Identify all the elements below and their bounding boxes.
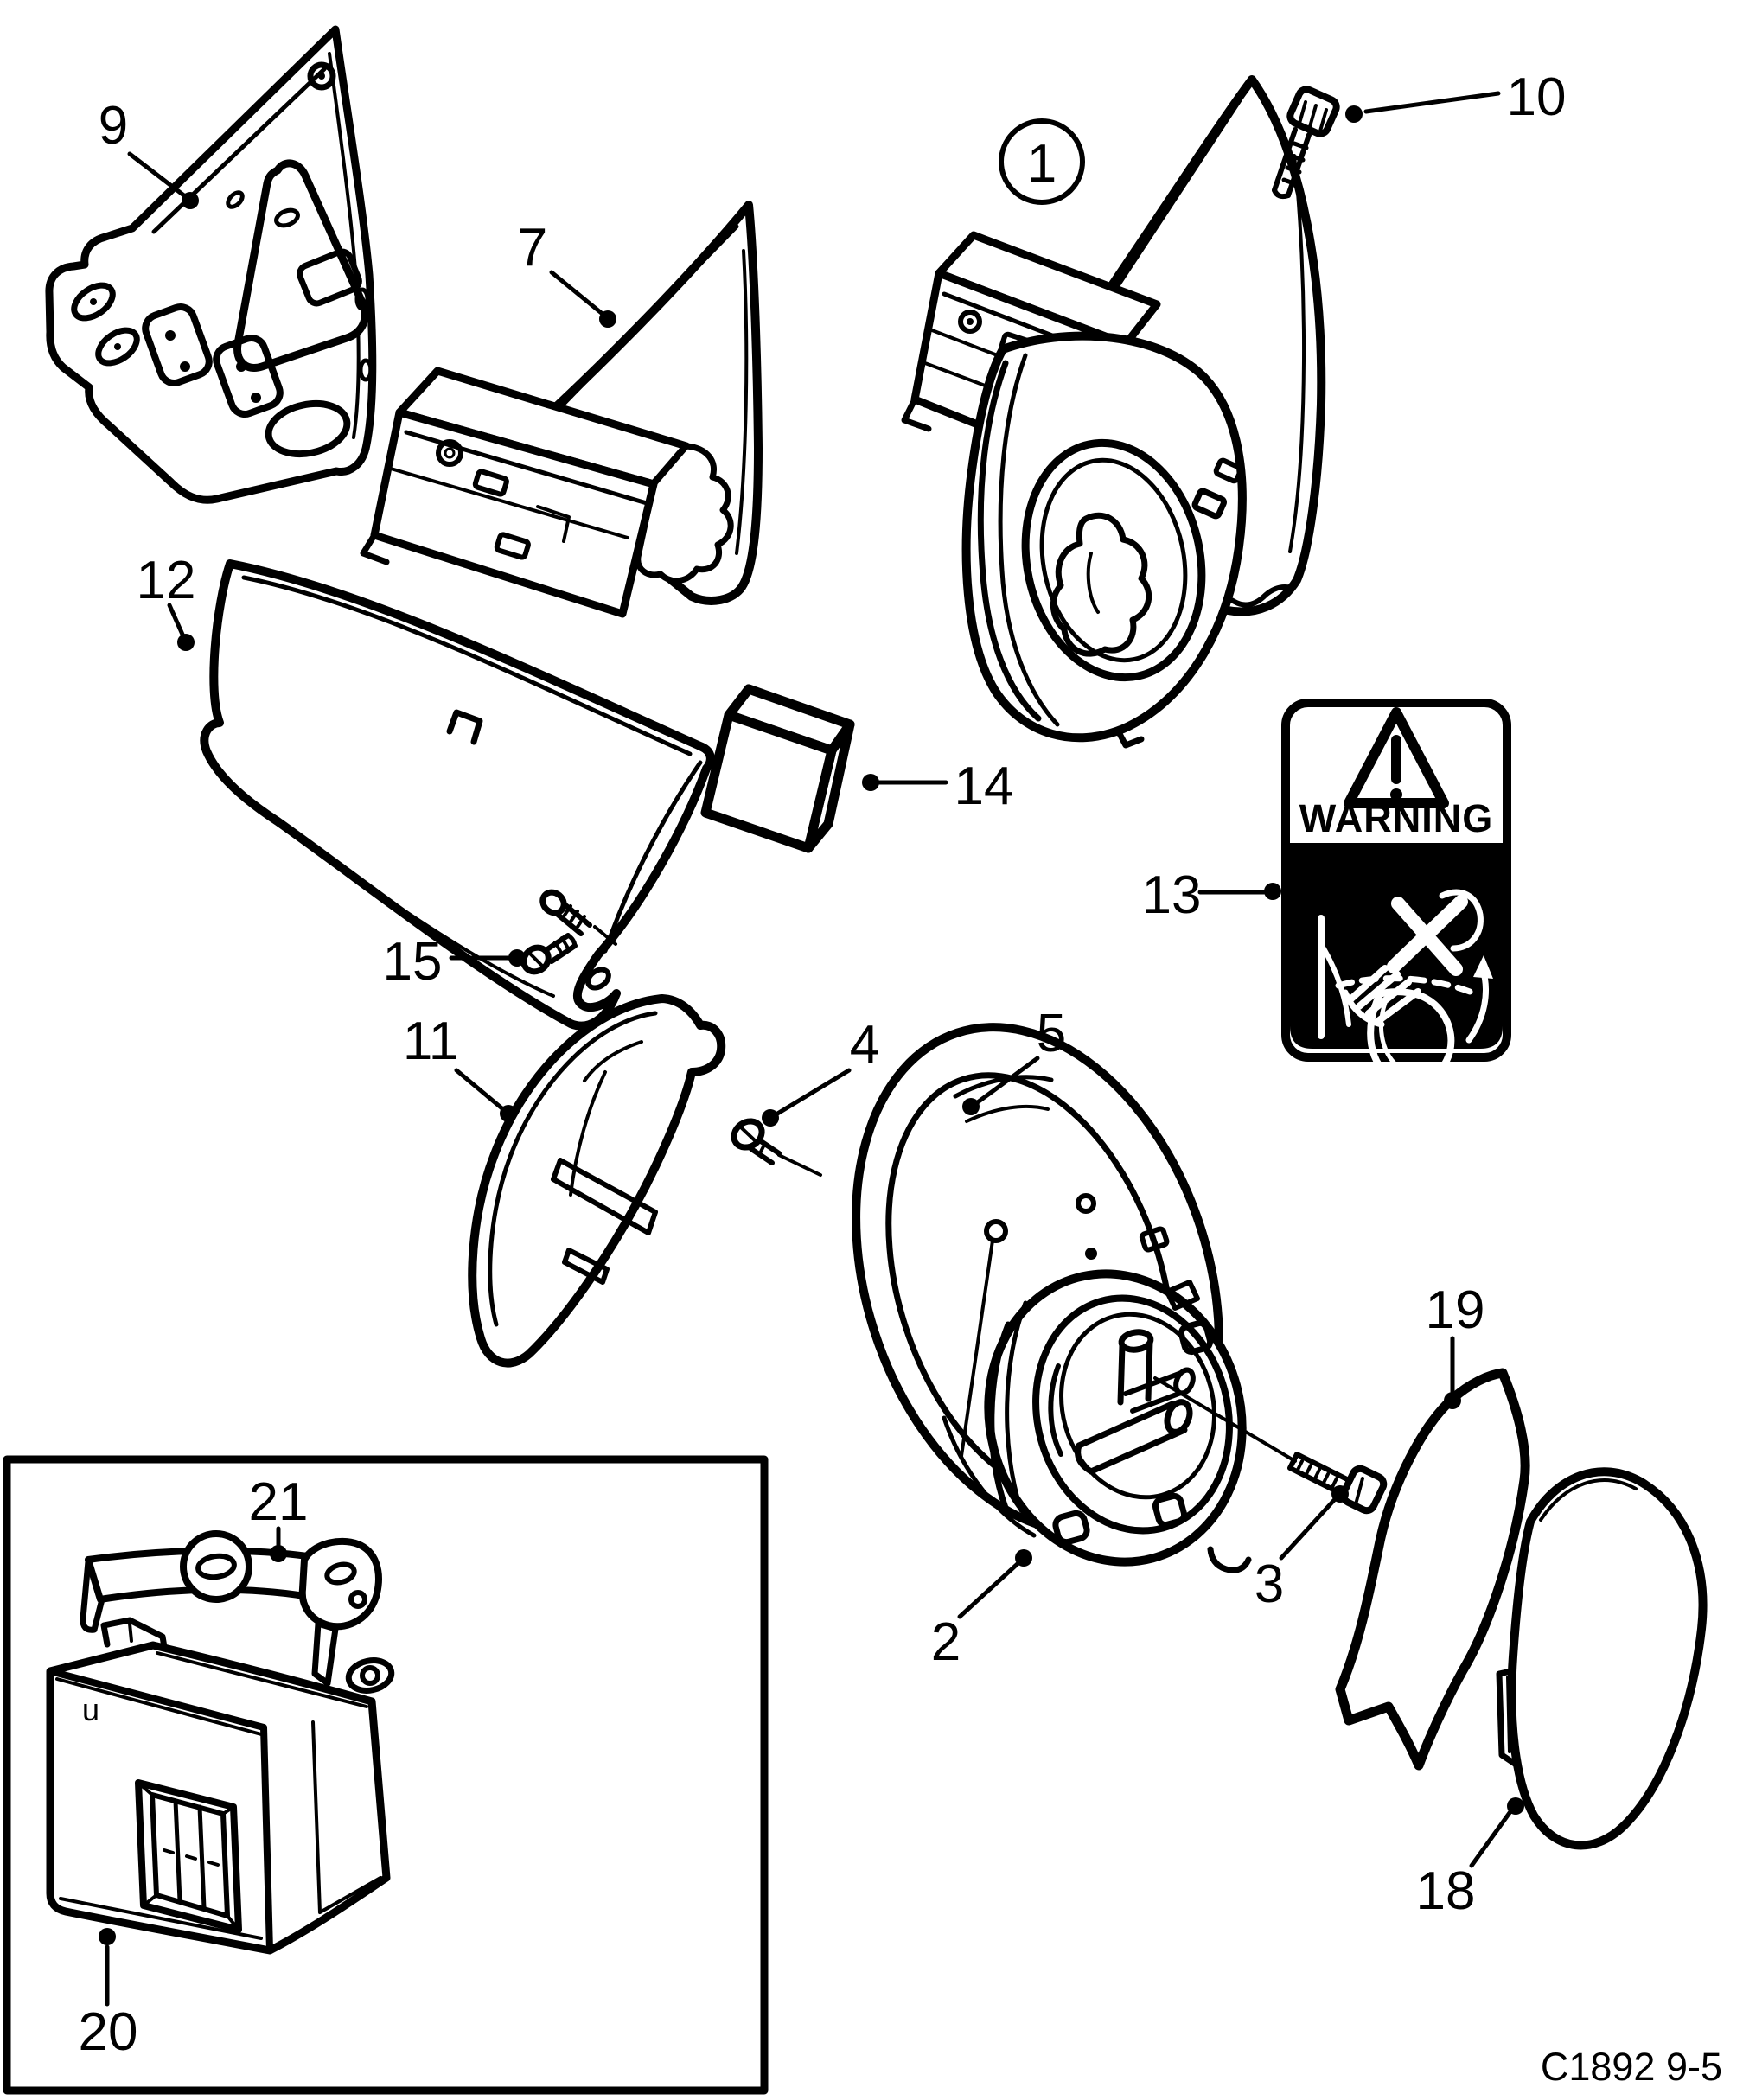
leader-line-12 <box>167 603 186 639</box>
leader-dot-3 <box>1331 1485 1349 1503</box>
callout-10: 10 <box>1345 67 1566 127</box>
leader-dot-2 <box>1015 1549 1032 1567</box>
leader-line-2 <box>957 1559 1023 1619</box>
part-14-drawing <box>700 684 855 853</box>
assembly-callout-circle <box>999 118 1085 205</box>
part-4-drawing <box>731 1118 822 1177</box>
part-callout-12: 12 <box>137 551 196 610</box>
part-20-drawing: u <box>46 1617 395 1955</box>
leader-dot-13 <box>1264 883 1281 900</box>
leader-line-4 <box>772 1068 852 1118</box>
leader-dot-12 <box>177 634 195 651</box>
part-callout-14: 14 <box>954 756 1014 816</box>
callout-20: 20 <box>79 1928 138 2062</box>
leader-dot-20 <box>99 1928 116 1945</box>
leader-dot-14 <box>862 774 879 791</box>
callout-5: 5 <box>962 1004 1066 1115</box>
part-callout-21: 21 <box>249 1472 309 1532</box>
leader-dot-10 <box>1345 105 1363 123</box>
callout-15: 15 <box>383 932 526 992</box>
part-7-drawing <box>360 201 763 618</box>
part-11-drawing <box>468 994 726 1368</box>
part-callout-2: 2 <box>931 1612 961 1672</box>
leader-dot-15 <box>508 949 526 967</box>
part-13-warning-label: WARNING <box>1281 699 1511 1087</box>
leader-dot-21 <box>270 1545 287 1562</box>
part-15-drawing <box>520 933 578 975</box>
leader-dot-4 <box>762 1109 779 1127</box>
inset-box <box>3 1455 769 2095</box>
module-marking-u: u <box>82 1692 99 1727</box>
part-10-drawing <box>1272 86 1340 200</box>
part-2-drawing <box>984 1269 1297 1573</box>
part-callout-7: 7 <box>518 218 547 278</box>
part-1-assembly-drawing <box>901 75 1326 749</box>
leader-line-7 <box>549 270 606 317</box>
mirror-pinch-hazard-pictogram <box>1318 889 1493 1087</box>
leader-line-5 <box>973 1056 1040 1107</box>
callout-18: 18 <box>1416 1797 1524 1921</box>
part-callout-11: 11 <box>403 1012 458 1071</box>
assembly-callout-number: 1 <box>1027 134 1057 194</box>
leader-line-3 <box>1279 1496 1338 1561</box>
callout-11: 11 <box>403 1012 517 1122</box>
callout-12: 12 <box>137 551 196 651</box>
assembly-callout: 1 <box>999 118 1085 205</box>
part-12-drawing <box>200 559 715 1031</box>
part-3-drawing <box>1287 1452 1388 1515</box>
callout-9: 9 <box>99 96 199 209</box>
callout-14: 14 <box>862 756 1013 816</box>
part-9-drawing <box>45 25 377 504</box>
leader-dot-19 <box>1444 1392 1461 1409</box>
warning-triangle-icon <box>1344 707 1449 808</box>
leader-line-9 <box>127 151 188 199</box>
part-callout-3: 3 <box>1255 1554 1284 1614</box>
leader-line-10 <box>1363 91 1501 114</box>
callout-13: 13 <box>1142 865 1281 925</box>
leader-dot-9 <box>182 192 199 209</box>
callout-2: 2 <box>931 1549 1032 1672</box>
part-callout-4: 4 <box>850 1015 879 1075</box>
part-callout-10: 10 <box>1507 67 1567 127</box>
callout-7: 7 <box>518 218 616 328</box>
leader-dot-7 <box>599 310 616 328</box>
leader-line-18 <box>1469 1808 1514 1868</box>
warning-title: WARNING <box>1299 796 1494 840</box>
part-callout-18: 18 <box>1416 1861 1476 1921</box>
leader-line-11 <box>454 1068 507 1113</box>
figure-code: C1892 9-5 <box>1541 2045 1722 2089</box>
part-callout-5: 5 <box>1037 1004 1066 1063</box>
callout-21: 21 <box>249 1472 309 1562</box>
part-21-drawing <box>80 1530 382 1687</box>
part-callout-20: 20 <box>79 2002 138 2062</box>
part-18-drawing <box>1496 1467 1708 1850</box>
part-callout-15: 15 <box>383 932 443 992</box>
callout-4: 4 <box>762 1015 879 1127</box>
part-callout-13: 13 <box>1142 865 1202 925</box>
leader-dot-11 <box>500 1105 517 1122</box>
part-19-drawing <box>1335 1368 1530 1771</box>
leader-dot-18 <box>1507 1797 1524 1815</box>
leader-dot-5 <box>962 1098 980 1115</box>
part-callout-9: 9 <box>99 96 128 156</box>
part-callout-19: 19 <box>1426 1280 1485 1340</box>
callout-3: 3 <box>1255 1485 1349 1614</box>
callout-19: 19 <box>1426 1280 1485 1409</box>
